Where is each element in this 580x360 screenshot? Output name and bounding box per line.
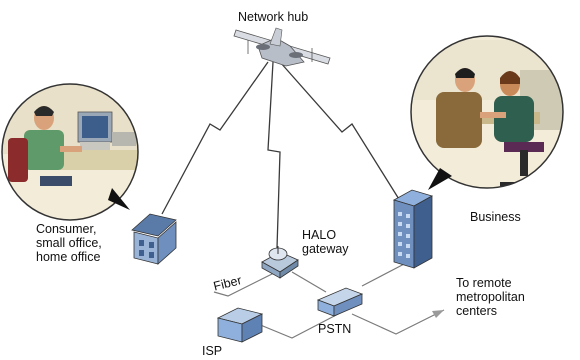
remote-centers-label: To remote metropolitan centers (456, 276, 525, 318)
fiber-cable (213, 271, 277, 297)
consumer-label-line-3: home office (36, 250, 101, 264)
pstn-label: PSTN (318, 322, 352, 336)
wireless-link-consumer (161, 61, 269, 215)
halo-gateway-label: HALO gateway (302, 228, 349, 256)
gateway-to-pstn-cable (291, 271, 327, 293)
network-hub-label: Network hub (238, 10, 309, 24)
pstn-to-remote-cable (351, 309, 445, 335)
remote-label-line-1: To remote (456, 276, 512, 290)
halo-label-line-1: HALO (302, 228, 337, 242)
arrow-icon (432, 310, 444, 318)
remote-label-line-2: metropolitan (456, 290, 525, 304)
consumer-scene-illustration (1, 83, 139, 221)
business-label: Business (470, 210, 521, 224)
halo-label-line-2: gateway (302, 242, 349, 256)
isp-router-icon (216, 307, 264, 343)
business-scene-illustration (410, 35, 564, 190)
isp-to-pstn-cable (257, 311, 343, 339)
house-icon (131, 213, 177, 265)
gateway-dish-icon (261, 246, 299, 279)
office-tower-icon (392, 189, 434, 269)
consumer-label: Consumer, small office, home office (36, 222, 102, 264)
isp-label: ISP (202, 344, 223, 358)
wireless-link-gateway (267, 61, 281, 249)
consumer-label-line-1: Consumer, (36, 222, 97, 236)
pstn-switch-icon (316, 287, 364, 317)
wireless-link-business (279, 61, 403, 205)
remote-label-line-3: centers (456, 304, 497, 318)
aircraft-icon (233, 27, 331, 67)
business-to-pstn-cable (361, 261, 409, 287)
consumer-label-line-2: small office, (36, 236, 102, 250)
